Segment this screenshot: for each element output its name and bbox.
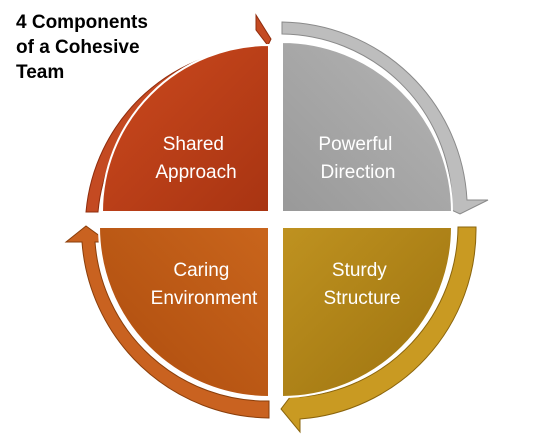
title-line-2: of a Cohesive bbox=[16, 37, 140, 58]
quadrant-powerful-direction: Powerful Direction bbox=[281, 21, 489, 215]
title-line-3: Team bbox=[16, 62, 65, 83]
quadrant-sturdy-structure-line-2: Structure bbox=[323, 288, 400, 309]
quadrant-sturdy-structure-line-1: Sturdy bbox=[332, 260, 387, 281]
svg-text:Caring Environment: Caring Environment bbox=[151, 260, 258, 309]
quadrant-shared-approach: Shared Approach bbox=[85, 13, 272, 213]
quadrant-sturdy-structure-fill bbox=[281, 226, 454, 399]
diagram-title: 4 Components of a Cohesive Team bbox=[16, 10, 196, 85]
svg-text:Powerful Direction: Powerful Direction bbox=[318, 134, 397, 183]
quadrant-shared-approach-fill bbox=[100, 43, 270, 213]
quadrant-caring-environment-line-2: Environment bbox=[151, 288, 258, 309]
quadrant-powerful-direction-line-1: Powerful bbox=[318, 134, 392, 155]
quadrant-caring-environment-line-1: Caring bbox=[173, 260, 229, 281]
quadrant-powerful-direction-fill bbox=[281, 40, 454, 213]
quadrant-sturdy-structure-arrow bbox=[280, 226, 477, 434]
quadrant-shared-approach-line-1: Shared bbox=[163, 134, 224, 155]
quadrant-powerful-direction-arrow bbox=[281, 21, 489, 215]
svg-text:Shared Approach: Shared Approach bbox=[155, 134, 236, 183]
quadrant-caring-environment-fill bbox=[97, 226, 270, 399]
title-line-1: 4 Components bbox=[16, 12, 148, 33]
quadrant-shared-approach-line-2: Approach bbox=[155, 162, 236, 183]
quadrant-caring-environment: Caring Environment bbox=[64, 225, 270, 419]
quadrant-caring-environment-arrow bbox=[64, 225, 270, 419]
svg-text:Sturdy Structure: Sturdy Structure bbox=[323, 260, 400, 309]
quadrant-powerful-direction-line-2: Direction bbox=[321, 162, 396, 183]
quadrant-sturdy-structure: Sturdy Structure bbox=[280, 226, 477, 434]
